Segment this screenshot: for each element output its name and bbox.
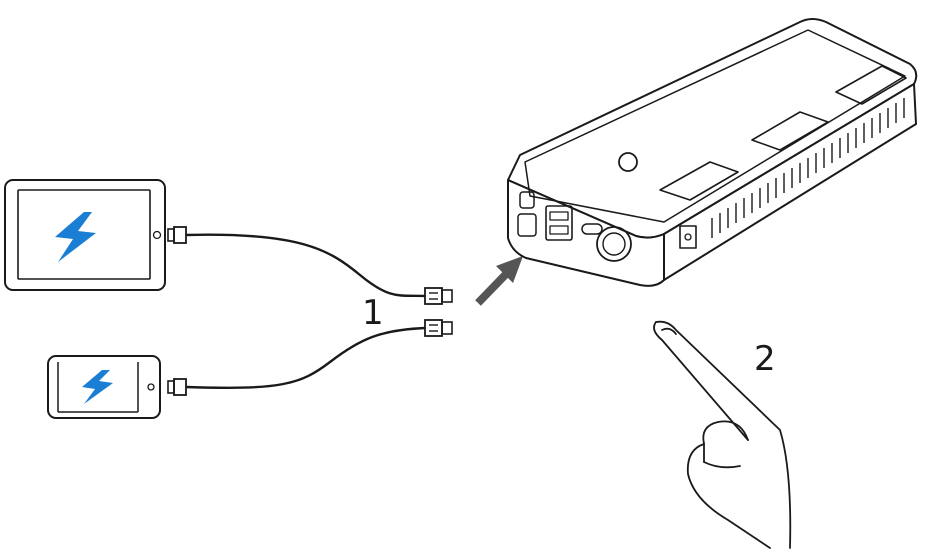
tablet-cable — [167, 226, 453, 305]
tablet-device — [4, 179, 166, 291]
arrow-up-right-icon — [475, 256, 523, 306]
step-1-label: 1 — [362, 293, 384, 333]
lightning-bolt-icon — [82, 370, 113, 404]
step-2-label: 2 — [754, 339, 776, 379]
lightning-bolt-icon — [55, 212, 96, 262]
pointing-finger-icon — [653, 320, 792, 549]
phone-cable — [167, 319, 453, 396]
phone-device — [47, 355, 161, 419]
power-bank — [507, 18, 918, 287]
